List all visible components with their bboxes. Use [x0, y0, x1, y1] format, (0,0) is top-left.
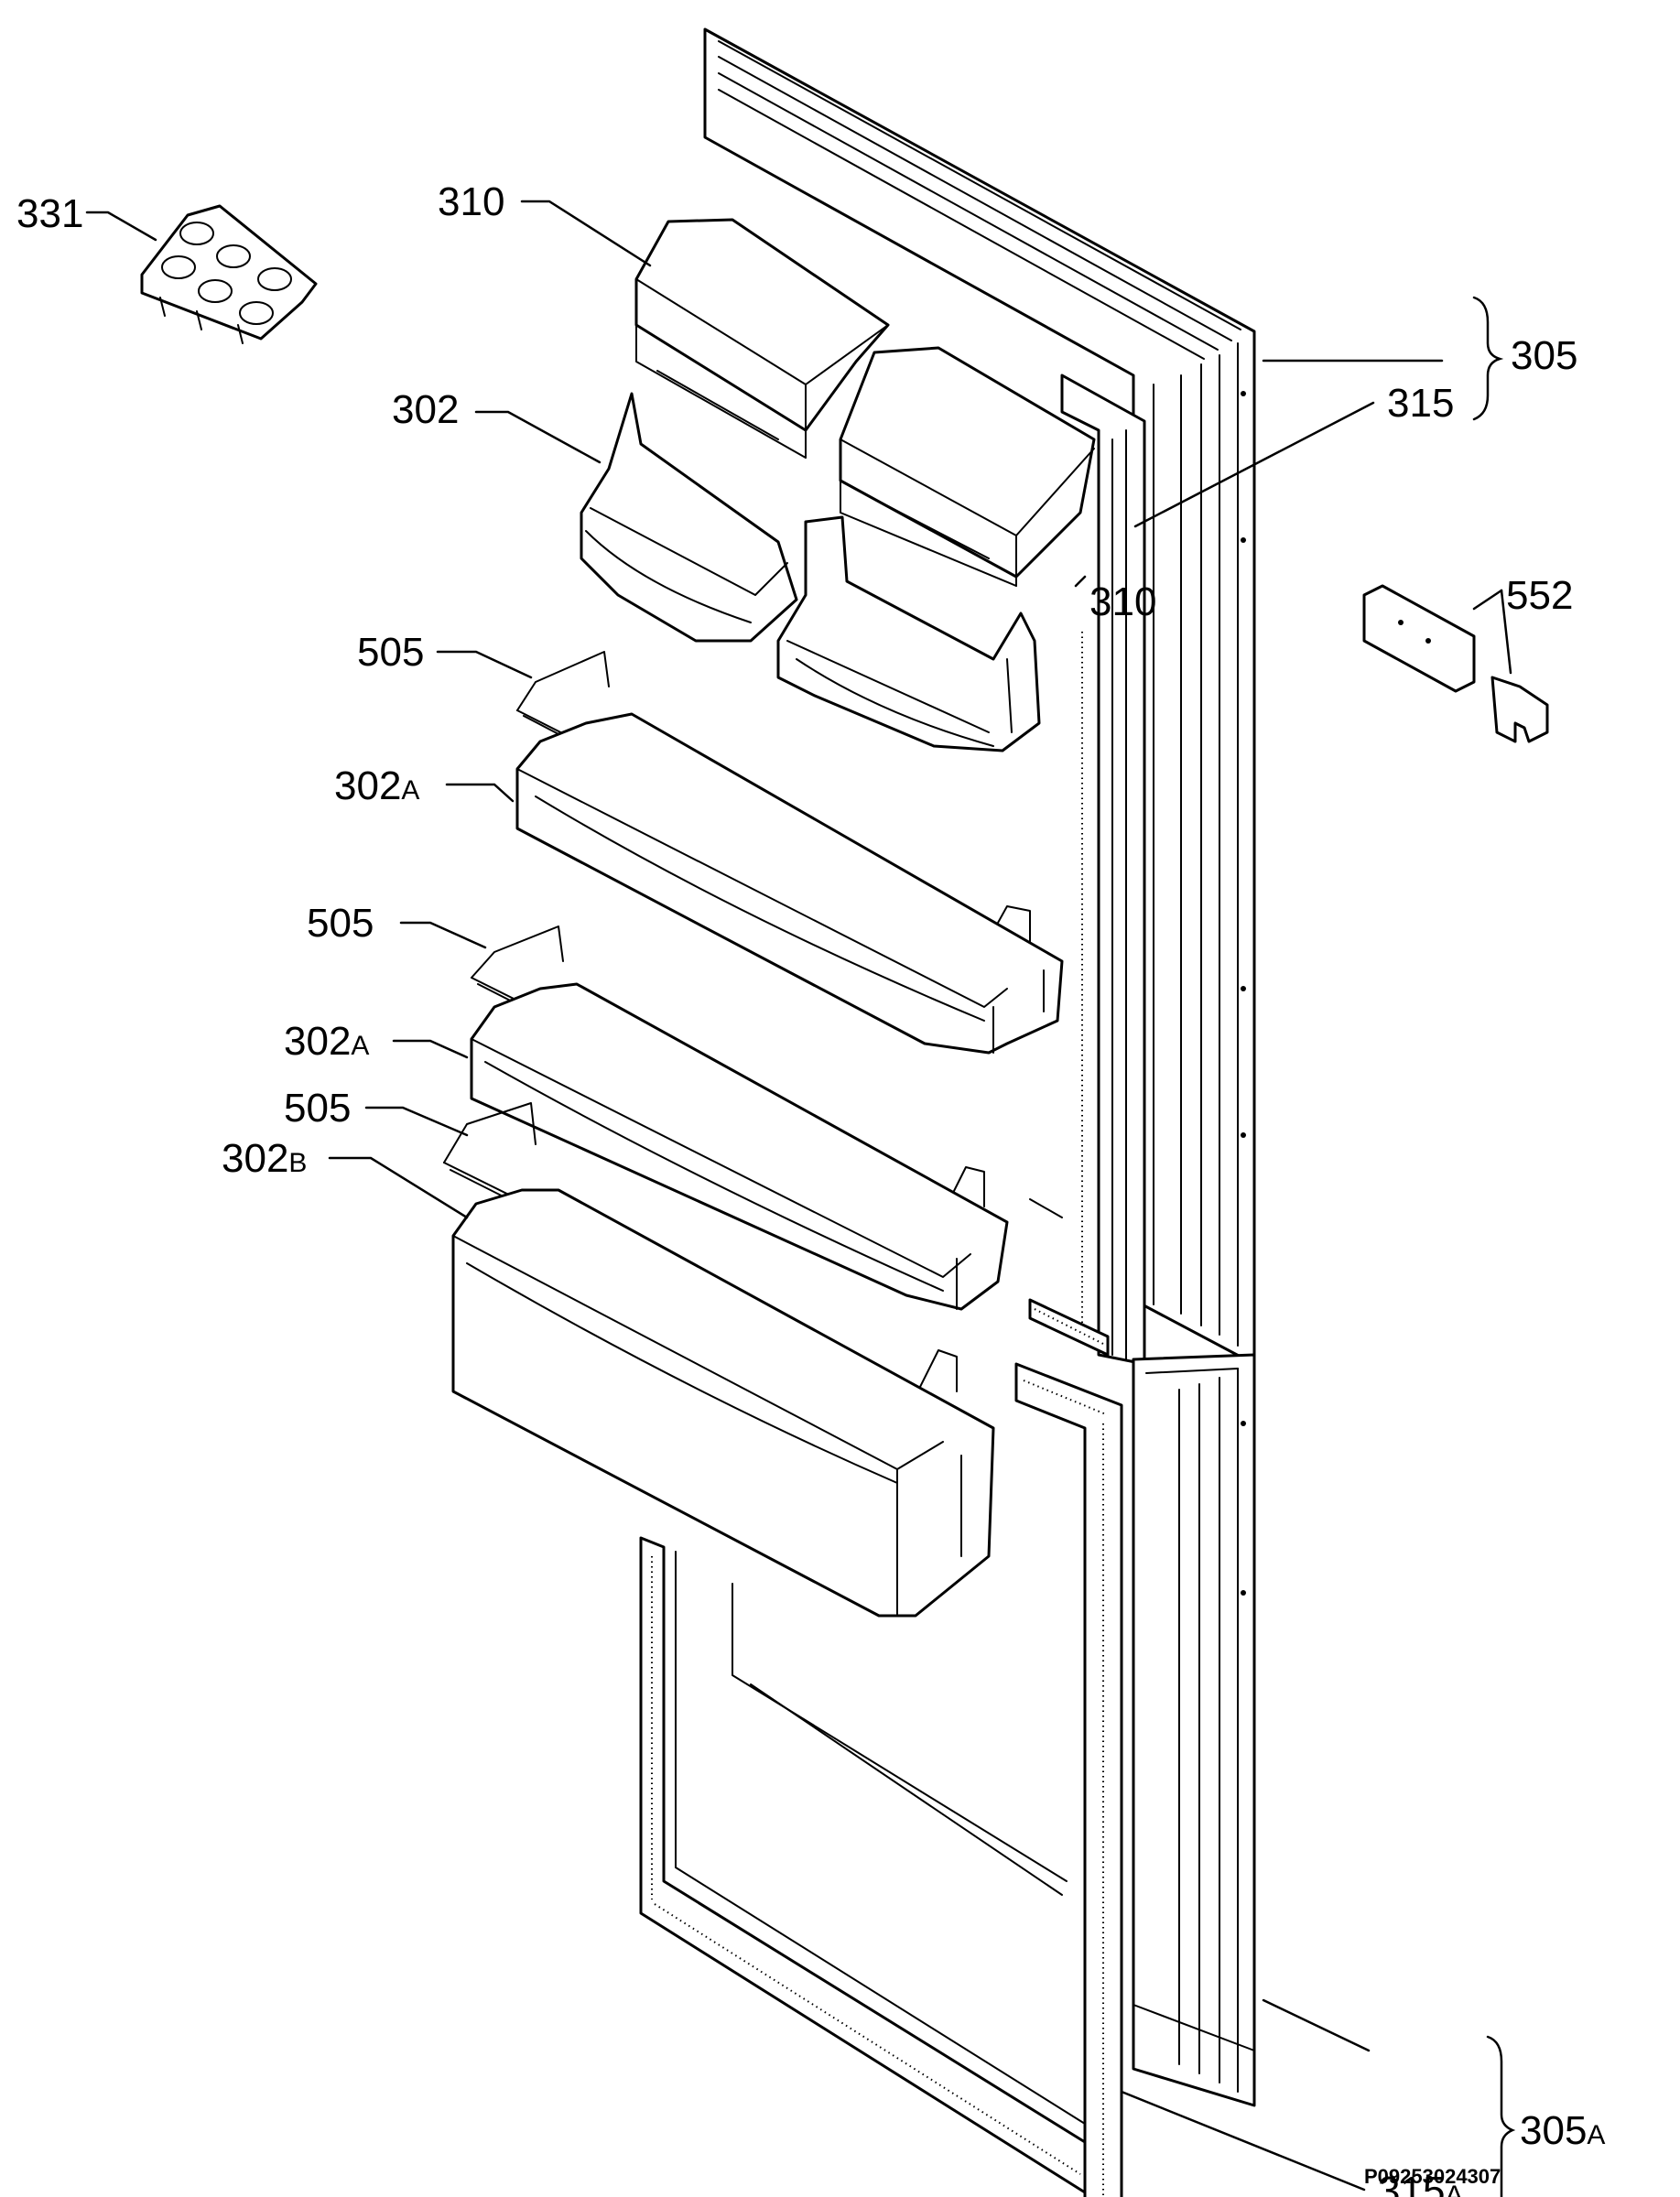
- part-labels: 331 310 310 305 315 302 552 505 302A 505…: [16, 179, 1605, 2197]
- leader-lines: [85, 200, 1516, 2197]
- dairy-cover-310-left: [634, 218, 890, 459]
- label-310-top: 310: [438, 179, 504, 224]
- label-302: 302: [392, 387, 459, 432]
- label-305: 305: [1511, 333, 1577, 378]
- door-bin-302a-lower: [470, 982, 1009, 1311]
- label-505-c: 505: [284, 1086, 351, 1131]
- dairy-cover-310-right: [839, 346, 1096, 587]
- lower-door-305a: [1132, 1353, 1256, 2107]
- label-302a-upper: 302A: [334, 763, 419, 808]
- label-315a: 315A: [1378, 2169, 1463, 2197]
- drawing-code: P09253024307: [1364, 2165, 1501, 2188]
- label-505-a: 505: [357, 630, 424, 675]
- label-310-mid: 310: [1089, 579, 1156, 624]
- label-505-b: 505: [307, 901, 374, 946]
- label-302b: 302B: [222, 1136, 307, 1181]
- lower-gasket-315a: [639, 1362, 1123, 2197]
- shelf-302-right: [776, 515, 1041, 752]
- hinge-parts-552: [1362, 584, 1549, 743]
- upper-gasket-315: [1028, 373, 1146, 1366]
- door-bin-302a-upper: [515, 712, 1064, 1055]
- label-331: 331: [16, 191, 83, 236]
- label-315: 315: [1387, 381, 1454, 426]
- label-305a: 305A: [1520, 2108, 1605, 2153]
- label-552: 552: [1506, 573, 1573, 618]
- egg-tray-331: [140, 204, 318, 344]
- door-bin-302b: [451, 1188, 995, 1618]
- label-302a-lower: 302A: [284, 1019, 369, 1064]
- shelf-302-left: [580, 392, 798, 643]
